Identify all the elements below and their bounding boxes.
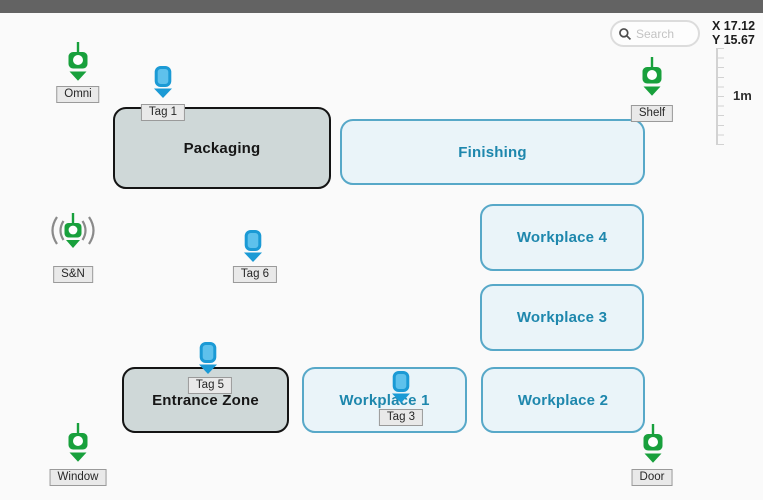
anchor-icon	[643, 424, 663, 463]
zone-finishing[interactable]: Finishing	[340, 119, 645, 185]
anchor-shelf-label[interactable]: Shelf	[630, 105, 674, 122]
zone-finishing-label: Finishing	[458, 143, 527, 161]
zone-workplace-1-label: Workplace 1	[339, 391, 430, 409]
tag-icon	[154, 66, 172, 98]
tag-1-label[interactable]: Tag 1	[140, 104, 186, 121]
search-box[interactable]	[610, 20, 700, 47]
anchor-signal-icon	[51, 213, 95, 248]
anchor-omni-label[interactable]: Omni	[56, 86, 100, 103]
tag-6-label[interactable]: Tag 6	[232, 266, 278, 283]
tag-icon	[392, 371, 410, 403]
anchor-door[interactable]	[641, 424, 665, 465]
coordinate-y: Y 15.67	[712, 33, 755, 47]
tag-3-label[interactable]: Tag 3	[378, 409, 424, 426]
scale-ruler-label: 1m	[733, 88, 752, 103]
anchor-window-label[interactable]: Window	[49, 469, 107, 486]
anchor-window[interactable]	[66, 423, 90, 464]
tag-icon	[199, 342, 217, 374]
zone-workplace-3-label: Workplace 3	[516, 309, 608, 326]
tag-1[interactable]	[153, 66, 173, 99]
zone-workplace-4[interactable]: Workplace 4	[480, 204, 644, 271]
tag-6[interactable]	[243, 230, 263, 263]
anchor-icon	[68, 423, 88, 462]
anchor-shelf[interactable]	[640, 57, 664, 98]
search-icon	[619, 27, 632, 40]
tag-icon	[244, 230, 262, 262]
anchor-sn-label[interactable]: S&N	[53, 266, 93, 283]
anchor-icon	[642, 57, 662, 96]
anchor-sn[interactable]	[45, 211, 101, 254]
tag-3[interactable]	[391, 371, 411, 404]
zone-packaging-label: Packaging	[183, 139, 261, 157]
scale-ruler	[716, 48, 724, 145]
tag-5-label[interactable]: Tag 5	[187, 377, 233, 394]
tag-5[interactable]	[198, 342, 218, 375]
zone-packaging[interactable]: Packaging	[113, 107, 331, 189]
top-bar	[0, 0, 763, 13]
anchor-door-label[interactable]: Door	[631, 469, 673, 486]
cursor-coordinates: X 17.12 Y 15.67	[712, 19, 755, 47]
zone-workplace-3[interactable]: Workplace 3	[480, 284, 644, 351]
anchor-icon	[68, 42, 88, 81]
zone-workplace-2-label: Workplace 2	[517, 391, 609, 409]
zone-entrance-label: Entrance Zone	[152, 391, 259, 409]
anchor-omni[interactable]	[66, 42, 90, 83]
search-input[interactable]	[636, 26, 692, 41]
zone-workplace-2[interactable]: Workplace 2	[481, 367, 645, 433]
zone-workplace-4-label: Workplace 4	[516, 229, 608, 246]
coordinate-x: X 17.12	[712, 19, 756, 33]
